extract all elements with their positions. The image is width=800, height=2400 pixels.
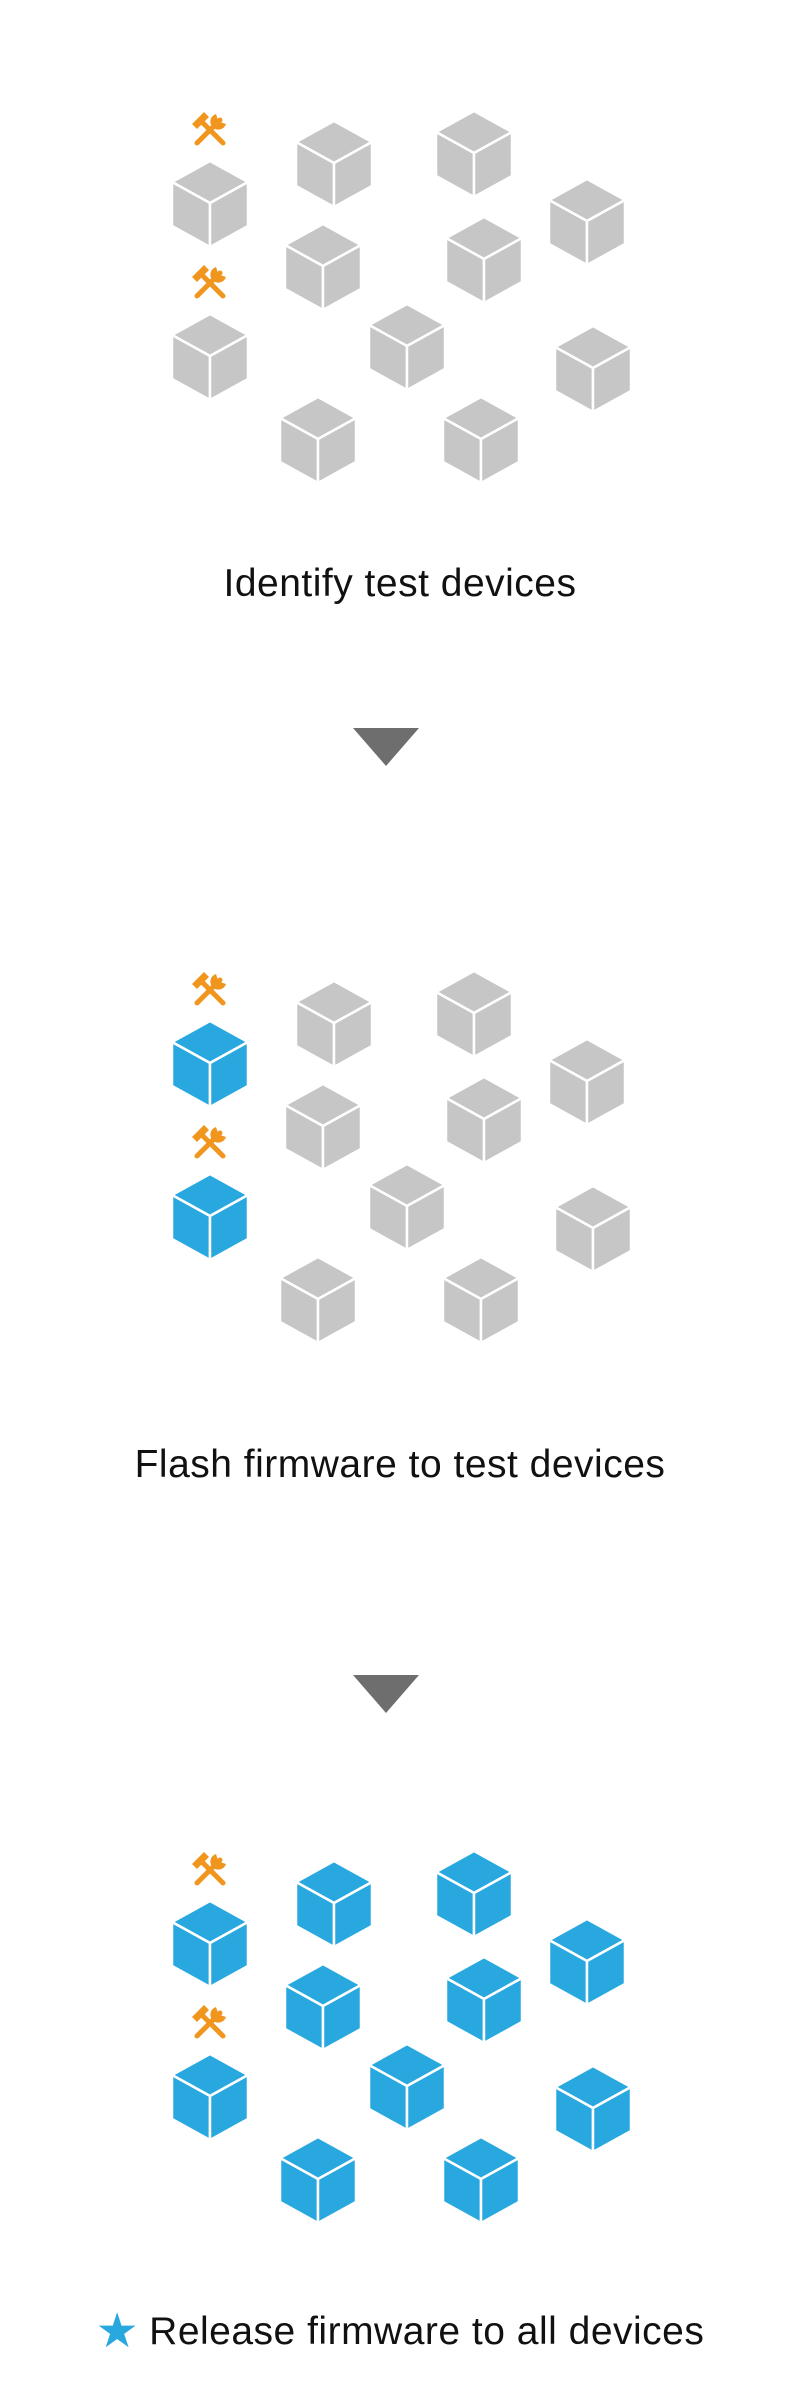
cube-icon <box>434 109 514 199</box>
cube-right-face <box>405 2063 447 2132</box>
cube-icon <box>278 1255 358 1345</box>
cube-right-face <box>591 345 633 414</box>
cube-icon <box>170 1899 250 1989</box>
cube-icon <box>294 119 374 209</box>
cube-icon <box>444 1955 524 2045</box>
down-arrow-icon <box>353 1675 419 1713</box>
stage-flash <box>0 920 800 1520</box>
cube-right-face <box>208 333 250 402</box>
cube-icon <box>294 1859 374 1949</box>
cube-right-face <box>208 1193 250 1262</box>
cube-right-face <box>208 1920 250 1989</box>
cube-right-face <box>472 130 514 199</box>
cube-right-face <box>591 2085 633 2154</box>
hammer-wrench-icon <box>192 972 226 1006</box>
stage-release <box>0 1800 800 2400</box>
cube-icon <box>170 159 250 249</box>
cube-icon <box>553 324 633 414</box>
hammer-wrench-icon <box>192 1852 226 1886</box>
cube-icon <box>553 1184 633 1274</box>
cube-right-face <box>405 323 447 392</box>
cube-icon <box>170 312 250 402</box>
device-cluster <box>170 969 633 1345</box>
cube-icon <box>294 979 374 1069</box>
cube-icon <box>441 2135 521 2225</box>
step-label-release: ★Release firmware to all devices <box>0 2303 800 2359</box>
cube-icon <box>441 1255 521 1345</box>
step-label-release-text: Release firmware to all devices <box>149 2310 705 2353</box>
cube-right-face <box>482 1976 524 2045</box>
cube-right-face <box>208 1040 250 1109</box>
cube-right-face <box>316 2156 358 2225</box>
cube-icon <box>278 2135 358 2225</box>
cube-right-face <box>332 140 374 209</box>
step-label-flash: Flash firmware to test devices <box>134 1443 666 1486</box>
cube-right-face <box>479 2156 521 2225</box>
cube-right-face <box>585 1058 627 1127</box>
stage-identify <box>0 60 800 660</box>
cube-right-face <box>208 180 250 249</box>
cube-icon <box>278 395 358 485</box>
cube-right-face <box>208 2073 250 2142</box>
cube-right-face <box>405 1183 447 1252</box>
cube-icon <box>367 302 447 392</box>
cube-icon <box>547 177 627 267</box>
cube-icon <box>441 395 521 485</box>
cube-right-face <box>479 416 521 485</box>
cube-right-face <box>585 1938 627 2007</box>
cube-icon <box>547 1037 627 1127</box>
cube-right-face <box>321 243 363 312</box>
step-label-identify: Identify test devices <box>223 562 577 605</box>
hammer-wrench-icon <box>192 112 226 146</box>
cube-icon <box>367 1162 447 1252</box>
hammer-wrench-icon <box>192 1125 226 1159</box>
cube-right-face <box>316 1276 358 1345</box>
star-icon: ★ <box>95 2305 140 2358</box>
hammer-wrench-icon <box>192 2005 226 2039</box>
cube-icon <box>434 1849 514 1939</box>
cube-right-face <box>585 198 627 267</box>
cube-icon <box>170 2052 250 2142</box>
cube-right-face <box>482 1096 524 1165</box>
cube-icon <box>283 1962 363 2052</box>
device-cluster <box>170 109 633 485</box>
cube-icon <box>283 1082 363 1172</box>
cube-right-face <box>316 416 358 485</box>
cube-icon <box>547 1917 627 2007</box>
cube-right-face <box>479 1276 521 1345</box>
cube-right-face <box>482 236 524 305</box>
cube-right-face <box>321 1983 363 2052</box>
cube-right-face <box>332 1000 374 1069</box>
cube-right-face <box>472 1870 514 1939</box>
cube-right-face <box>332 1880 374 1949</box>
cube-icon <box>444 215 524 305</box>
cube-icon <box>170 1019 250 1109</box>
hammer-wrench-icon <box>192 265 226 299</box>
cube-icon <box>170 1172 250 1262</box>
cube-icon <box>444 1075 524 1165</box>
cube-icon <box>367 2042 447 2132</box>
cube-icon <box>283 222 363 312</box>
cube-right-face <box>472 990 514 1059</box>
cube-right-face <box>591 1205 633 1274</box>
cube-icon <box>434 969 514 1059</box>
cube-right-face <box>321 1103 363 1172</box>
device-cluster <box>170 1849 633 2225</box>
down-arrow-icon <box>353 728 419 766</box>
cube-icon <box>553 2064 633 2154</box>
